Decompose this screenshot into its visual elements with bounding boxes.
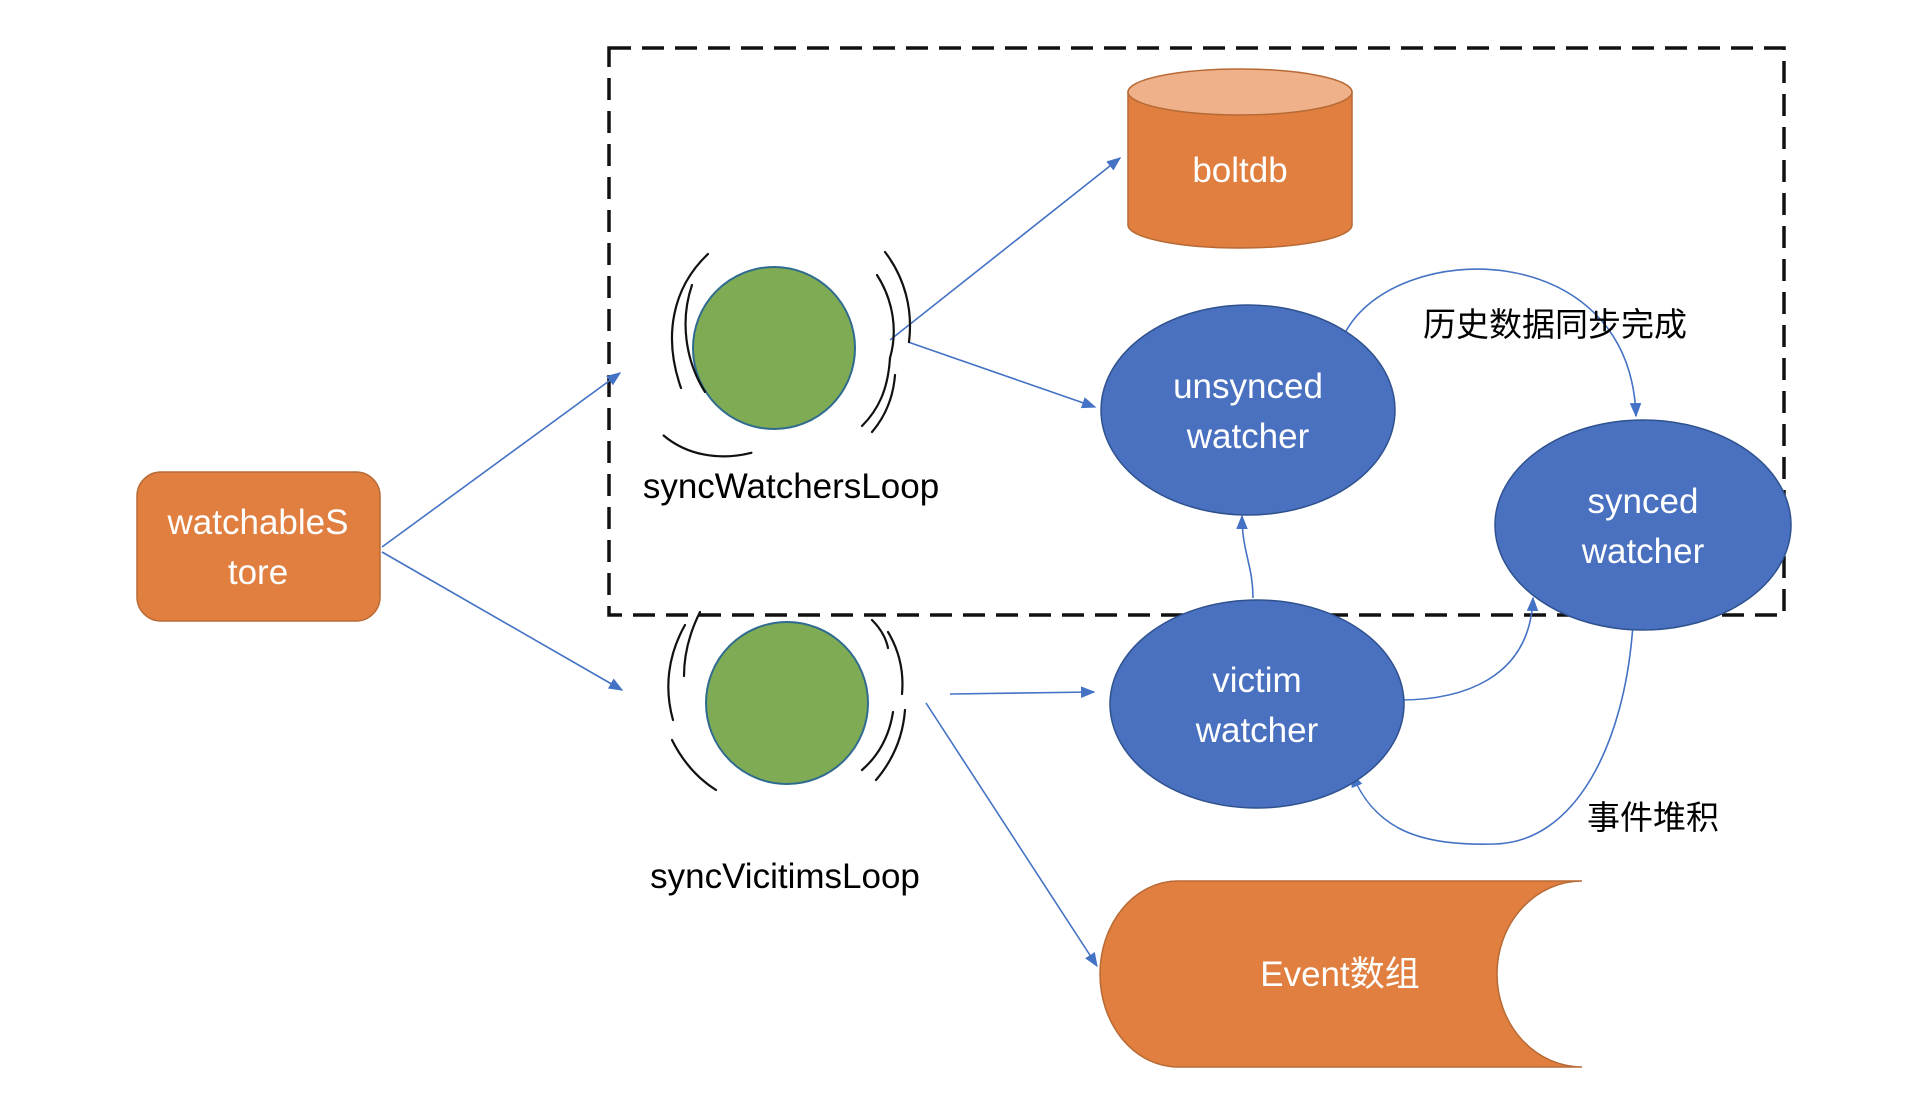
boltdb-node: boltdb — [1127, 68, 1353, 249]
edge-unsynced-to-synced — [1344, 268, 1642, 418]
synced-watcher-label-line1: synced — [1588, 482, 1699, 521]
event-array-label: Event数组 — [1260, 955, 1420, 994]
edge-victim-to-unsynced — [1236, 514, 1254, 599]
sync-victims-loop-label: syncVicitimsLoop — [650, 857, 920, 896]
watchable-store-label-line1: watchableS — [167, 503, 349, 542]
victim-watcher-node: victim watcher — [1109, 599, 1405, 809]
history-sync-done-label: 历史数据同步完成 — [1423, 305, 1687, 344]
victim-watcher-label-line1: victim — [1212, 661, 1301, 700]
edge-victims-loop-to-event-array — [925, 702, 1098, 968]
watchable-store-node: watchableS tore — [136, 471, 381, 622]
sync-watchers-loop-label: syncWatchersLoop — [643, 467, 939, 506]
boltdb-label: boltdb — [1192, 151, 1287, 190]
edges — [381, 157, 1642, 968]
unsynced-watcher-label-line2: watcher — [1186, 417, 1310, 456]
watchable-store-label-line2: tore — [228, 553, 288, 592]
synced-watcher-label-line2: watcher — [1581, 532, 1705, 571]
edge-store-to-watchers-loop — [381, 372, 622, 548]
unsynced-watcher-label-line1: unsynced — [1173, 367, 1323, 406]
victim-watcher-label-line2: watcher — [1195, 711, 1319, 750]
sync-watchers-loop-node — [662, 250, 912, 458]
edge-watchers-loop-to-boltdb — [889, 157, 1122, 341]
event-backlog-label: 事件堆积 — [1587, 798, 1719, 837]
edge-victim-to-synced — [1399, 596, 1539, 701]
synced-watcher-node: synced watcher — [1494, 419, 1792, 631]
unsynced-watcher-node: unsynced watcher — [1100, 304, 1396, 516]
edge-victims-loop-to-victim — [949, 686, 1096, 698]
event-array-node: Event数组 — [1099, 880, 1583, 1068]
sync-watchers-loop-circle — [692, 266, 856, 430]
sync-victims-loop-node — [667, 610, 907, 792]
sync-victims-loop-circle — [705, 621, 869, 785]
edge-watchers-loop-to-unsynced — [907, 341, 1097, 409]
edge-store-to-victims-loop — [381, 551, 624, 691]
edge-synced-to-victim — [1351, 623, 1634, 845]
